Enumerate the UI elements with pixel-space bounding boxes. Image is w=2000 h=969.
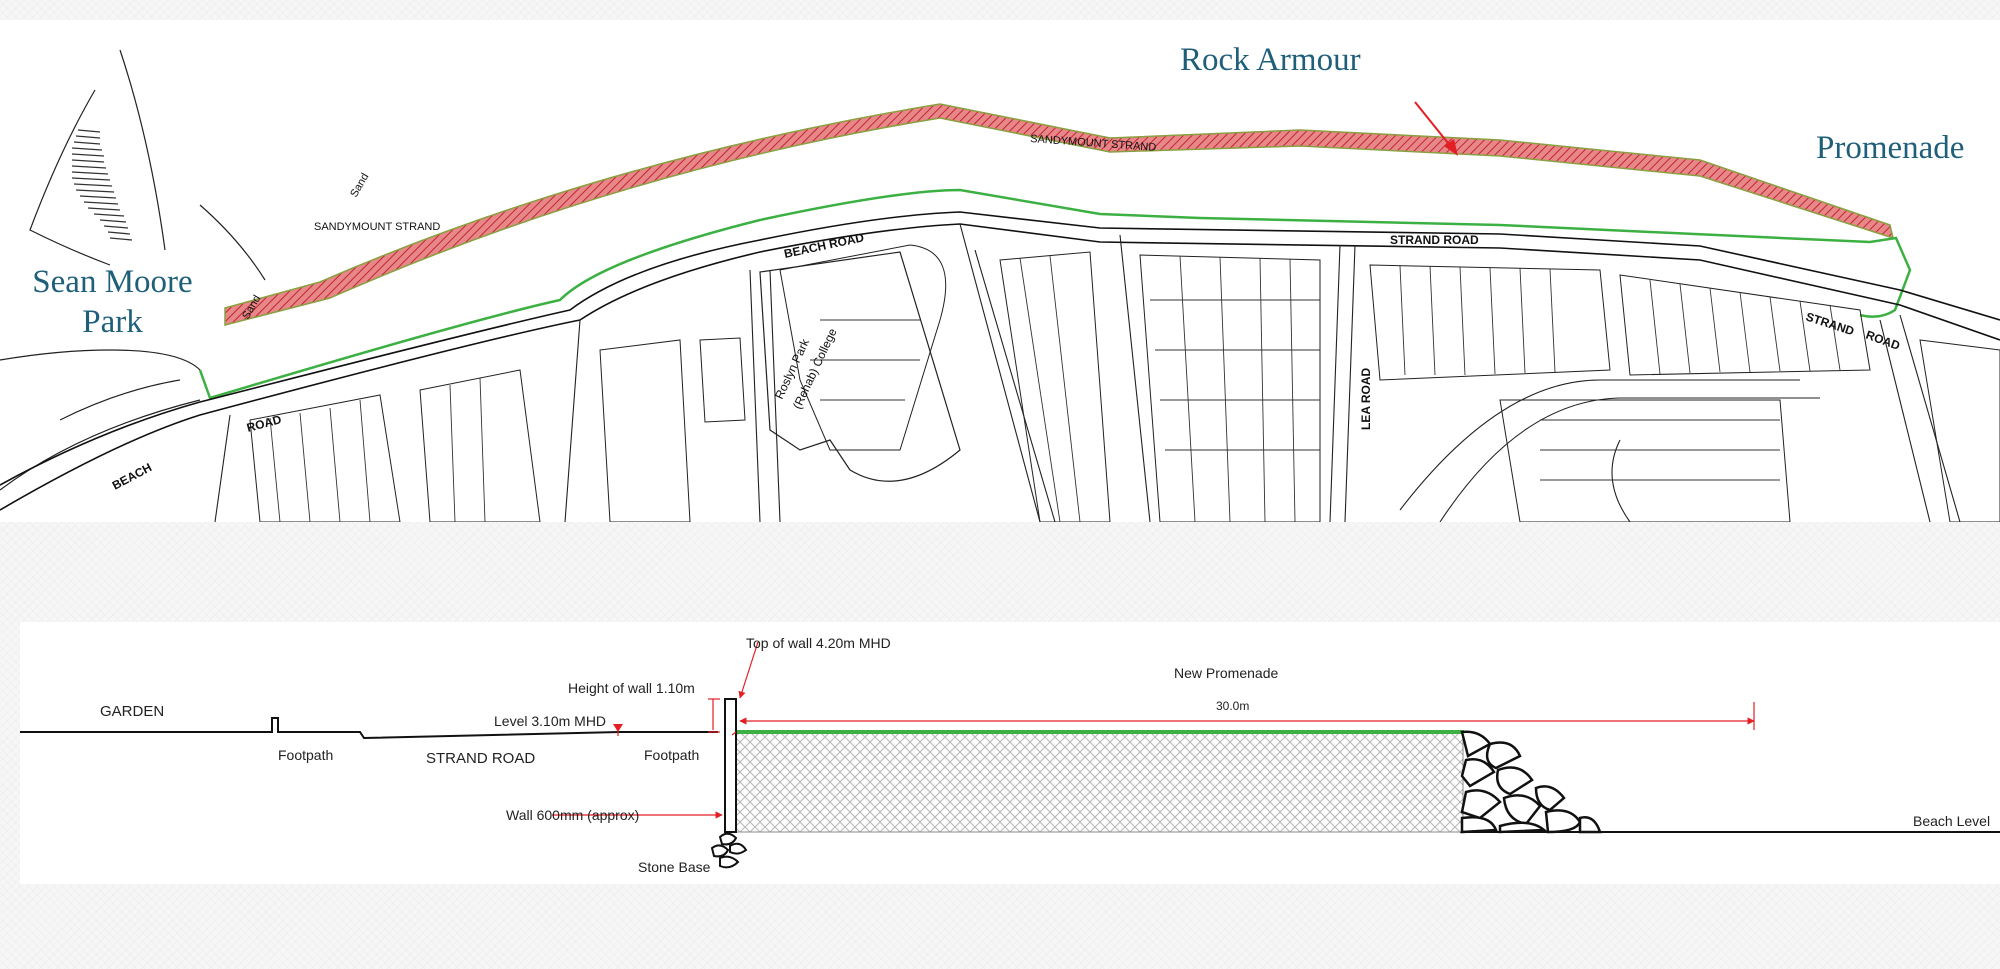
park-hatch (71, 129, 133, 241)
site-plan-map: SANDYMOUNT STRAND SANDYMOUNT STRAND Sand… (0, 20, 2000, 522)
map-label-strand-road-right: STRAND (1804, 310, 1856, 339)
map-label-sandymount-strand-left: SANDYMOUNT STRAND (314, 221, 440, 233)
section-label-footpath-left: Footpath (278, 747, 333, 763)
stone-base (710, 832, 748, 869)
rock-armour-arrow (1414, 101, 1458, 156)
callout-rock-armour: Rock Armour (1180, 42, 1361, 78)
promenade-fill (735, 731, 1464, 833)
street-network (214, 223, 1961, 522)
callout-sean-moore-park: Sean Moore Park (20, 262, 205, 342)
section-label-wall-thickness: Wall 600mm (approx) (506, 807, 639, 823)
section-label-top-of-wall: Top of wall 4.20m MHD (746, 635, 891, 651)
map-label-beach-road-bottom: BEACH (110, 460, 154, 492)
map-label-lea-road: LEA ROAD (1359, 367, 1373, 430)
callout-sean-moore-line2: Park (82, 304, 143, 340)
section-label-stone-base: Stone Base (638, 859, 711, 875)
section-label-footpath-right: Footpath (644, 747, 699, 763)
map-label-sand-1: Sand (348, 171, 371, 199)
callout-sean-moore-line1: Sean Moore (32, 264, 193, 300)
section-label-new-promenade: New Promenade (1174, 665, 1278, 681)
cross-section-panel: GARDEN Footpath STRAND ROAD Level 3.10m … (20, 622, 2000, 884)
building-plots (269, 255, 1841, 522)
map-label-strand-road-mid: STRAND ROAD (1390, 233, 1479, 247)
callout-promenade: Promenade (1816, 130, 1965, 166)
section-label-height-of-wall: Height of wall 1.10m (568, 680, 695, 696)
site-plan-drawing: SANDYMOUNT STRAND SANDYMOUNT STRAND Sand… (0, 49, 2000, 522)
rock-armour-section (1460, 730, 1602, 834)
map-label-road-lower: ROAD (245, 412, 283, 435)
dimension-lines (552, 641, 1755, 819)
roslyn-park-site (759, 251, 961, 482)
sea-wall (724, 698, 737, 833)
section-label-beach-level: Beach Level (1913, 813, 1990, 829)
section-label-width: 30.0m (1216, 699, 1249, 713)
coastal-road (0, 211, 2000, 511)
section-label-level: Level 3.10m MHD (494, 713, 606, 729)
cross-section-drawing: GARDEN Footpath STRAND ROAD Level 3.10m … (20, 635, 2000, 875)
level-marker (613, 724, 623, 732)
section-label-garden: GARDEN (100, 703, 164, 720)
section-label-strand-road: STRAND ROAD (426, 750, 535, 767)
promenade-edge-line (198, 188, 1912, 400)
sean-moore-park-outline (0, 49, 266, 491)
